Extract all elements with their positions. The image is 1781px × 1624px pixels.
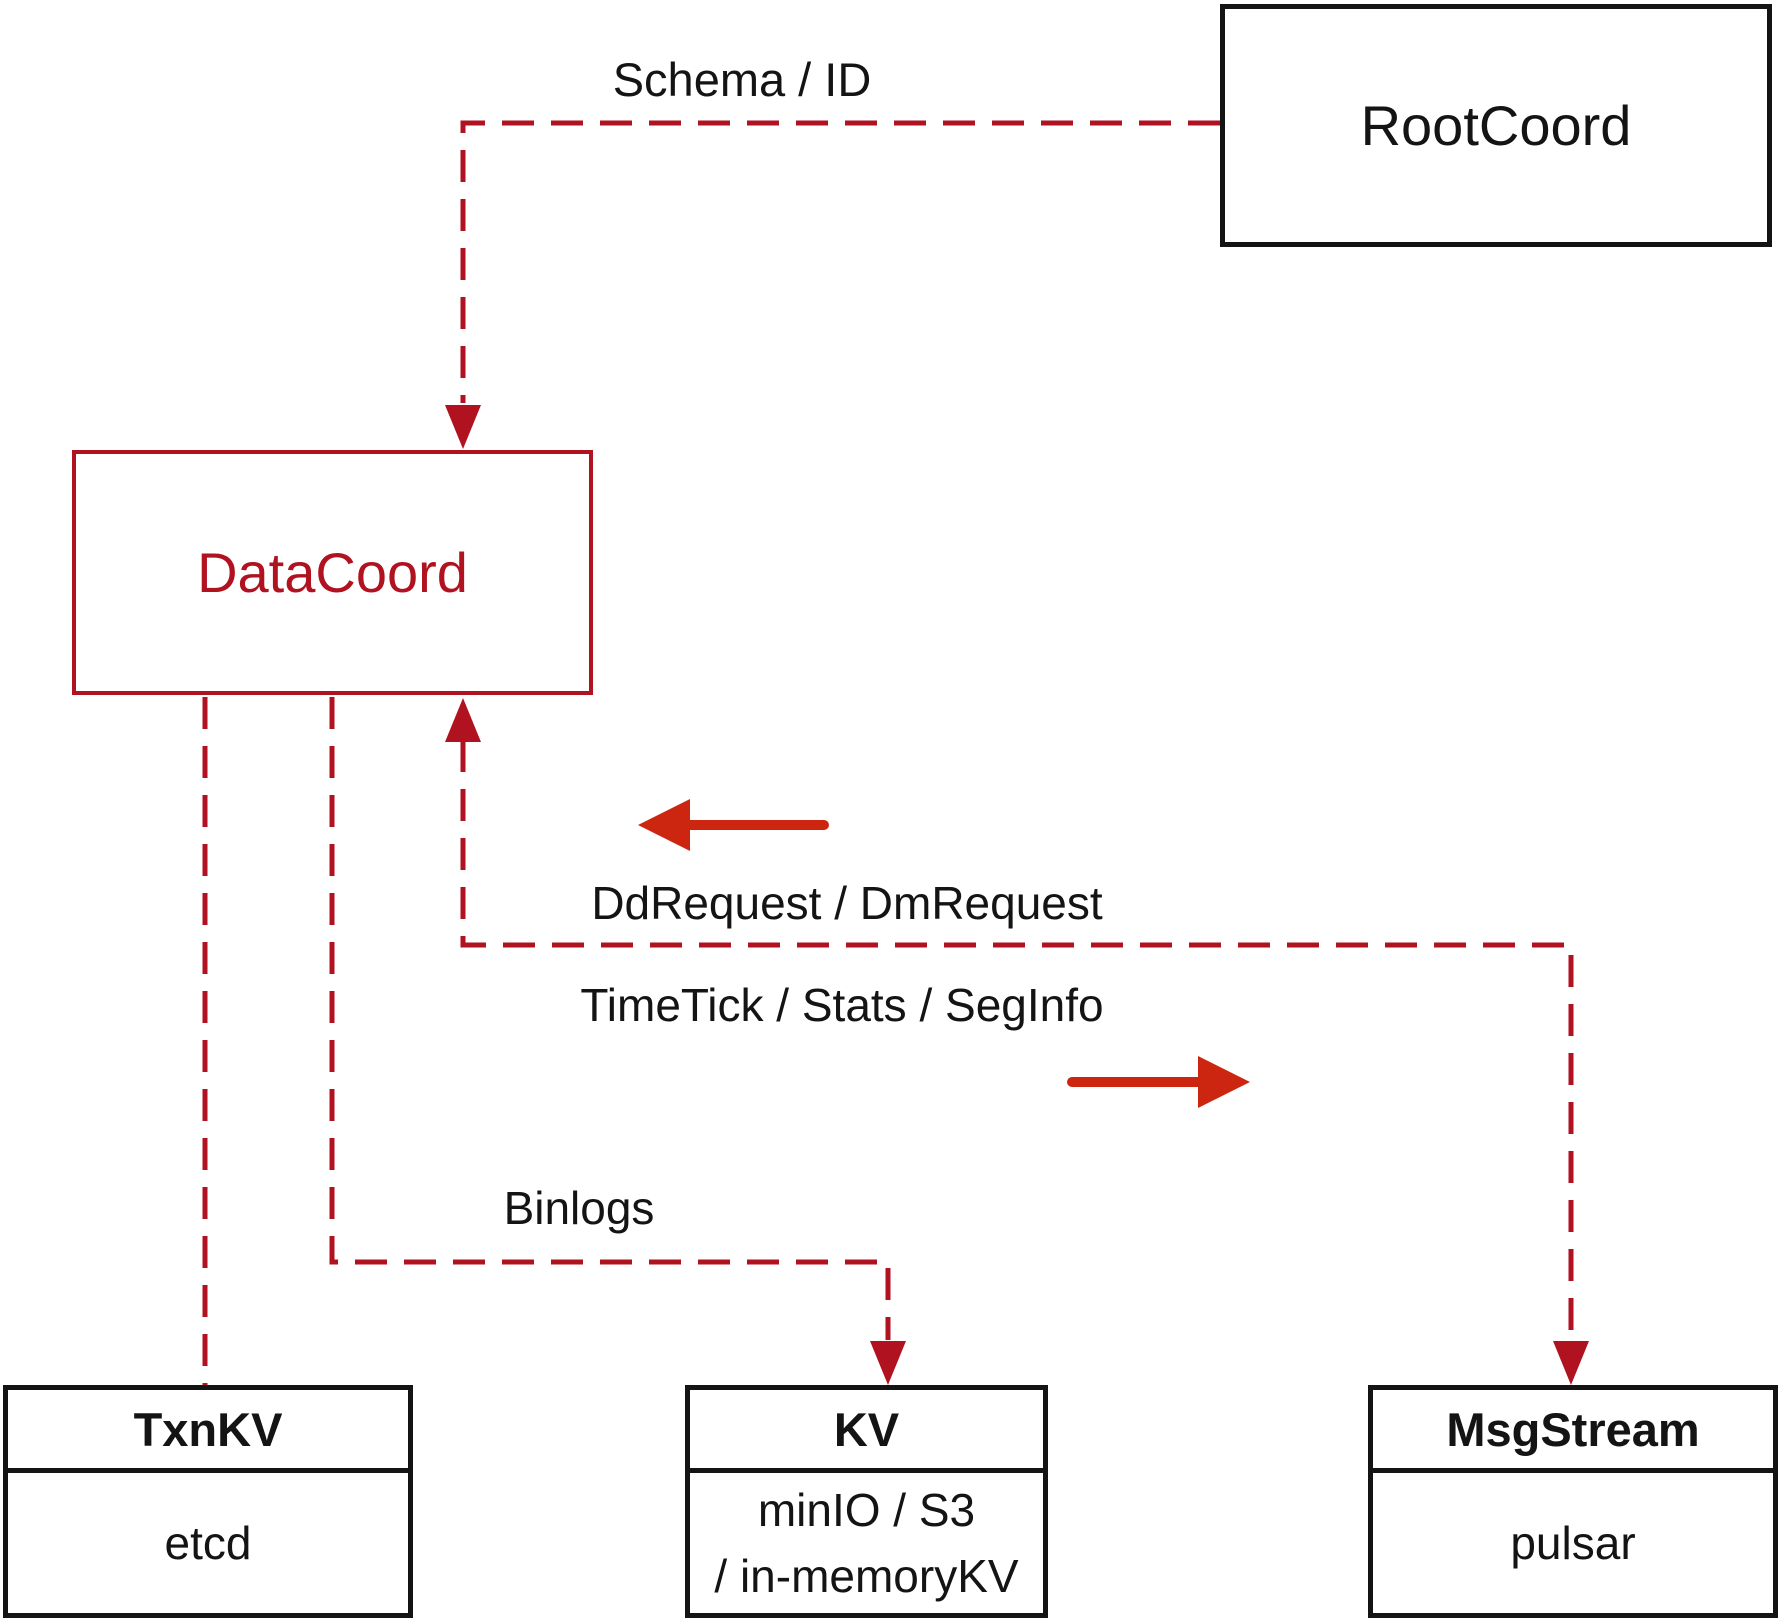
arrowhead-up-icon [445, 698, 481, 742]
edge-schema-id-line [460, 120, 1220, 403]
edge-label-timetick-stats-seginfo: TimeTick / Stats / SegInfo [580, 979, 1104, 1031]
right-arrow-icon [1198, 1056, 1250, 1108]
datacoord-label: DataCoord [197, 541, 468, 604]
edge-label-dd-dm-request: DdRequest / DmRequest [591, 877, 1103, 929]
msgstream-title: MsgStream [1373, 1390, 1773, 1473]
edge-label-schema-id: Schema / ID [612, 53, 872, 106]
arrowhead-down-icon [870, 1341, 906, 1385]
arrowhead-down-icon [445, 405, 481, 449]
edge-msgstream-line [460, 740, 1574, 1340]
arrowhead-down-icon [1553, 1341, 1589, 1385]
node-txnkv: TxnKV etcd [3, 1385, 413, 1618]
txnkv-body: etcd [164, 1517, 252, 1569]
msgstream-body: pulsar [1510, 1517, 1636, 1569]
node-datacoord: DataCoord [72, 450, 593, 695]
kv-body-line2: / in-memoryKV [714, 1550, 1019, 1602]
left-arrow-icon [638, 799, 690, 851]
node-rootcoord: RootCoord [1220, 4, 1772, 247]
edge-label-binlogs: Binlogs [503, 1182, 655, 1234]
txnkv-title: TxnKV [8, 1390, 408, 1473]
edge-binlogs-line [329, 697, 891, 1340]
rootcoord-label: RootCoord [1360, 94, 1632, 157]
node-kv: KV minIO / S3 / in-memoryKV [685, 1385, 1048, 1618]
kv-body-line1: minIO / S3 [757, 1484, 976, 1536]
kv-title: KV [690, 1390, 1043, 1473]
node-msgstream: MsgStream pulsar [1368, 1385, 1778, 1618]
